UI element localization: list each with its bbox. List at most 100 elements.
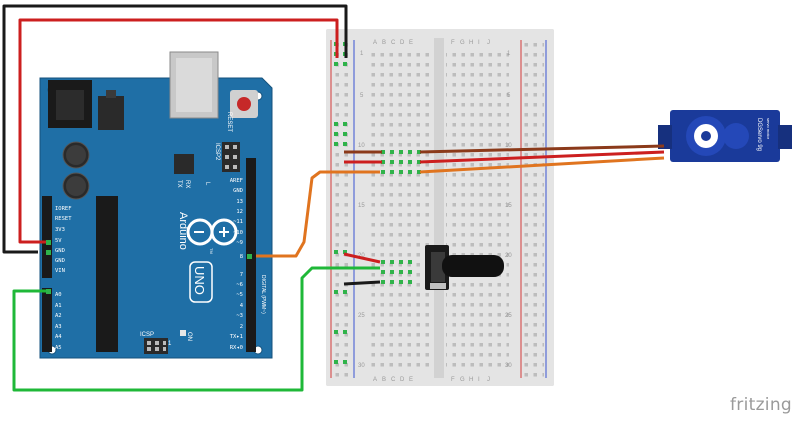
- voltage-regulator: [98, 96, 124, 130]
- pin-label-10: ~10: [233, 230, 243, 236]
- wires: [2, 4, 665, 392]
- icsp-label: ICSP: [140, 332, 154, 338]
- rx-led-label: RX: [184, 180, 190, 188]
- pin-label-11: ~11: [233, 219, 243, 225]
- col-letter-h: H: [469, 40, 473, 46]
- row-number-20-right: 20: [505, 253, 512, 259]
- pin-label-a2: A2: [55, 313, 62, 319]
- pin-label-8: 8: [240, 254, 243, 260]
- brand-name: Arduino: [177, 212, 189, 250]
- col-letter-a-bottom: A: [373, 377, 377, 383]
- row-number-15-right: 15: [505, 203, 512, 209]
- col-letter-c: C: [391, 40, 396, 46]
- row-number-30: 30: [358, 363, 365, 369]
- brand-symbol: TM: [209, 248, 214, 254]
- pin-label-vin: VIN: [55, 268, 65, 274]
- wire-5v-red: [18, 18, 339, 244]
- jumper-red-pot: [343, 252, 381, 264]
- col-letter-i-bottom: I: [478, 377, 480, 383]
- wire-a0-green: [12, 266, 380, 392]
- pin-label-3v3: 3V3: [55, 227, 65, 233]
- col-letter-j-bottom: J: [487, 377, 490, 383]
- pin-label-gnd-2: GND: [55, 258, 65, 264]
- servo-cable-brown: [419, 144, 665, 154]
- pin-label-0: RX◂0: [230, 345, 243, 351]
- servo-sublabel: servo motor: [766, 118, 771, 140]
- terminal-strip-left: [369, 48, 432, 368]
- tx-led-label: TX: [176, 180, 182, 188]
- icsp2-header: [222, 142, 240, 172]
- power-header-label: POWER: [30, 248, 36, 267]
- pin-label-a5: A5: [55, 345, 62, 351]
- wire-signal-orange: [256, 170, 380, 258]
- digital-header-label: DIGITAL (PWM~): [260, 275, 266, 314]
- col-letter-h-bottom: H: [469, 377, 473, 383]
- pin-label-a3: A3: [55, 324, 62, 330]
- row-number-10: 10: [358, 143, 365, 149]
- breadboard: A B C D E F G H I J A B C D E F G H I J …: [326, 29, 554, 386]
- col-letter-e: E: [409, 40, 413, 46]
- pin-label-5: ~5: [236, 292, 243, 298]
- pin-label-a0: A0: [55, 292, 62, 298]
- col-letter-j: J: [487, 40, 490, 46]
- icsp2-label: ICSP2: [214, 143, 220, 161]
- pin-label-6: ~6: [236, 282, 243, 288]
- row-number-1: 1: [360, 51, 364, 57]
- col-letter-c-bottom: C: [391, 377, 396, 383]
- analog-header: [42, 288, 52, 352]
- col-letter-b-bottom: B: [382, 377, 386, 383]
- col-letter-d: D: [400, 40, 405, 46]
- wire-gnd-black: [2, 4, 348, 254]
- pin-label-gnd-d: GND: [233, 188, 243, 194]
- pin-label-4: 4: [240, 303, 244, 309]
- atmega-chip: [96, 196, 118, 352]
- pin-label-a1: A1: [55, 303, 62, 309]
- row-number-20: 20: [358, 253, 365, 259]
- col-letter-i: I: [478, 40, 480, 46]
- pin-label-12: 12: [236, 209, 243, 215]
- servo-cable-orange: [419, 156, 665, 174]
- on-label: ON: [186, 332, 192, 341]
- servo-label: DGServo 9g: [756, 118, 762, 151]
- power-header: [42, 196, 52, 278]
- potentiometer: [425, 245, 504, 290]
- row-number-1-right: 1: [507, 51, 511, 57]
- pin-label-gnd-1: GND: [55, 248, 65, 254]
- pin-label-reset: RESET: [55, 216, 72, 222]
- pin-label-ioref: IOREF: [55, 206, 72, 212]
- model-name: UNO: [192, 266, 207, 295]
- row-number-30-right: 30: [505, 363, 512, 369]
- uno-badge: [189, 261, 213, 303]
- servo-cable-red: [419, 150, 665, 164]
- arduino-logo: [186, 218, 238, 246]
- pin-label-7: 7: [240, 272, 243, 278]
- pin-label-3: ~3: [236, 313, 243, 319]
- pin-label-5v: 5V: [55, 238, 62, 244]
- jumper-black-pot: [343, 280, 381, 286]
- pin-label-aref: AREF: [230, 178, 243, 184]
- row-number-25-right: 25: [505, 313, 512, 319]
- terminal-strip-right: [446, 48, 509, 368]
- analog-header-label: ANALOG IN: [30, 310, 36, 338]
- pin-label-1: TX▸1: [230, 334, 243, 340]
- potentiometer-knob: [442, 255, 504, 277]
- row-number-25: 25: [358, 313, 365, 319]
- icsp-pin1-label: 1: [168, 341, 172, 347]
- l-led-label: L: [204, 182, 210, 186]
- row-number-15: 15: [358, 203, 365, 209]
- col-letter-e-bottom: E: [409, 377, 413, 383]
- col-letter-g: G: [460, 40, 465, 46]
- col-letter-f: F: [451, 40, 455, 46]
- pin-label-a4: A4: [55, 334, 62, 340]
- col-letter-b: B: [382, 40, 386, 46]
- row-number-5: 5: [360, 93, 364, 99]
- fritzing-watermark: fritzing: [730, 395, 792, 415]
- reset-label: RESET: [226, 112, 232, 132]
- col-letter-a: A: [373, 40, 377, 46]
- pin-label-13: 13: [236, 199, 243, 205]
- on-led: [180, 330, 186, 336]
- pin-label-9: ~9: [236, 240, 243, 246]
- col-letter-f-bottom: F: [451, 377, 455, 383]
- pin-label-2: 2: [240, 324, 243, 330]
